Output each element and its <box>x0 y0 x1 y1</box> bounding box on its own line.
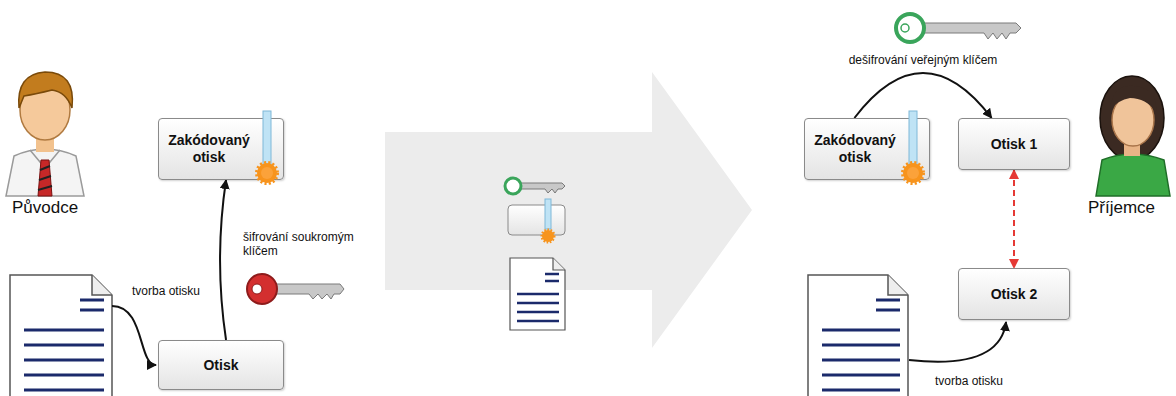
text-group: Zakódovaný otisk <box>165 132 253 166</box>
recipient-figure <box>1096 154 1170 196</box>
seal-icon <box>899 111 927 191</box>
public-key <box>896 14 924 42</box>
node-text: Otisk <box>203 357 238 374</box>
sealed-hash-icon <box>508 199 565 242</box>
edge-label: šifrování soukromým klíčem <box>242 230 356 258</box>
private-key <box>247 274 344 304</box>
originator-figure <box>38 160 52 196</box>
public-key <box>922 23 1021 39</box>
recipient-figure <box>1110 86 1156 112</box>
document-icon <box>24 300 104 390</box>
document-icon <box>553 258 565 270</box>
public-key <box>505 178 565 194</box>
originator-figure <box>19 72 73 108</box>
encrypted-hash-box: Zakódovaný otisk <box>804 118 930 180</box>
seal-stamp <box>907 167 919 179</box>
node-text: Zakódovaný otisk <box>165 132 253 166</box>
seal-stamp <box>261 167 273 179</box>
edge-label: dešifrování veřejným klíčem <box>848 53 999 67</box>
sealed-hash-icon <box>542 230 554 242</box>
connector-arrow <box>1013 170 1015 268</box>
sealed-hash-icon <box>508 205 565 235</box>
hash-arrow <box>909 322 1006 362</box>
public-key <box>520 183 565 193</box>
document-icon <box>888 275 908 295</box>
originator-figure <box>6 149 84 196</box>
recipient-figure <box>1100 76 1164 160</box>
document-icon <box>517 274 559 321</box>
seal-icon <box>253 111 281 191</box>
step-label: tvorba otisku <box>935 374 1003 389</box>
hash-box: Otisk 2 <box>958 268 1070 320</box>
public-key <box>505 178 521 194</box>
text-group: Otisk 2 <box>991 286 1038 303</box>
hash-box: Otisk <box>158 340 284 390</box>
document-icon <box>510 258 565 330</box>
text-group: Otisk 1 <box>991 136 1038 153</box>
recipient-figure <box>1096 76 1170 196</box>
document-icon <box>822 300 900 390</box>
hash-box: Otisk 1 <box>958 118 1070 170</box>
private-key <box>274 284 344 299</box>
text-group: Otisk <box>203 357 238 374</box>
public-key <box>901 24 909 32</box>
actor-name: Původce <box>12 198 78 218</box>
node-text: Otisk 2 <box>991 286 1038 303</box>
document-icon <box>510 258 565 330</box>
document-icon <box>92 275 112 295</box>
document-icon <box>808 275 908 396</box>
seal-stamp <box>903 163 923 183</box>
private-key <box>252 284 262 294</box>
text-group: Zakódovaný otisk <box>811 132 899 166</box>
connector-arrow <box>220 180 226 340</box>
node-text: Zakódovaný otisk <box>811 132 899 166</box>
seal-stamp <box>257 163 277 183</box>
private-key <box>247 274 277 304</box>
hash-arrow <box>112 306 156 365</box>
step-label: tvorba otisku <box>132 284 200 299</box>
public-key <box>896 14 1021 42</box>
node-text: Otisk 1 <box>991 136 1038 153</box>
encrypted-hash-box: Zakódovaný otisk <box>158 118 284 180</box>
document-icon <box>10 275 112 396</box>
originator-figure <box>6 72 84 196</box>
sealed-hash-icon <box>545 199 551 229</box>
connector-arrow <box>854 73 991 118</box>
seal-ribbon <box>909 111 917 165</box>
seal-ribbon <box>263 111 271 165</box>
actor-name: Příjemce <box>1088 198 1155 218</box>
transfer-arrow <box>385 72 752 348</box>
document-icon <box>10 275 112 396</box>
originator-figure <box>38 166 52 190</box>
document-icon <box>808 275 908 396</box>
